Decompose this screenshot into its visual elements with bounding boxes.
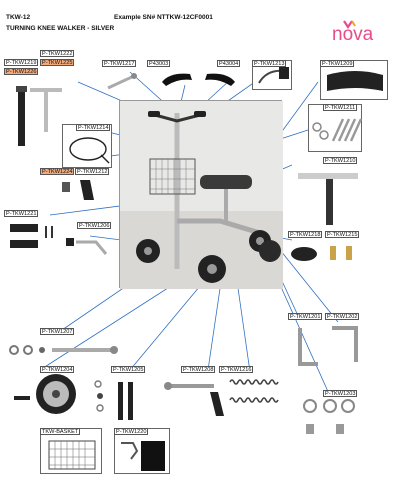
part-p-tkw1210-box — [292, 157, 362, 227]
label-p-tkw1215: P-TKW1215 — [325, 231, 360, 238]
part-p-tkw1208-icon — [164, 379, 279, 416]
part-stem-box — [4, 78, 72, 150]
product-name: TURNING KNEE WALKER - SILVER — [6, 25, 115, 32]
label-p-tkw1213: P-TKW1213 — [252, 60, 287, 67]
grip-left-icon — [162, 73, 192, 86]
label-p-tkw1209: P-TKW1209 — [320, 60, 355, 67]
part-p-tkw1214-box — [62, 124, 112, 168]
part-p-tkw1211-box — [308, 104, 363, 152]
part-p-tkw1203-box — [296, 390, 360, 442]
label-p-tkw1221: P-TKW1221 — [4, 210, 39, 217]
part-p-tkw1217-icon — [107, 73, 137, 90]
part-p-tkw1201-icon — [298, 326, 358, 366]
part-p-tkw1204-box — [4, 366, 86, 418]
part-p-tkw1220-box — [114, 428, 170, 474]
label-p-tkw1214: P-TKW1214 — [76, 124, 111, 131]
walker-photo — [119, 100, 283, 289]
nova-logo-text: nova — [332, 24, 374, 45]
part-p-tkw1224-icon — [62, 180, 94, 200]
label-p43003: P43003 — [147, 60, 171, 67]
label-p-tkw1225: P-TKW1225 — [40, 59, 75, 66]
label-p-tkw1220: P-TKW1220 — [114, 428, 149, 435]
example-serial: Example SN# NTTKW-12CF0001 — [114, 14, 213, 21]
label-p-tkw1219: P-TKW1219 — [4, 59, 39, 66]
label-p-tkw1211: P-TKW1211 — [323, 104, 358, 111]
label-p-tkw1218: P-TKW1218 — [288, 231, 323, 238]
part-p-tkw1207-icon — [9, 345, 118, 355]
label-p43004: P43004 — [217, 60, 241, 67]
label-p-tkw1222: P-TKW1222 — [40, 50, 75, 57]
label-p-tkw1208: P-TKW1208 — [181, 366, 216, 373]
label-p-tkw1212: P-TKW1212 — [75, 168, 110, 175]
label-p-tkw1201: P-TKW1201 — [288, 313, 323, 320]
label-tkw-basket: TKW-BASKET — [40, 428, 81, 435]
model-number: TKW-12 — [6, 14, 31, 21]
part-p-tkw1205-icon — [94, 380, 133, 420]
label-p-tkw1203: P-TKW1203 — [323, 390, 358, 397]
part-p-tkw1218-icon — [291, 246, 352, 261]
label-p-tkw1207: P-TKW1207 — [40, 328, 75, 335]
label-p-tkw1206: P-TKW1206 — [77, 222, 112, 229]
part-p-tkw1221-icon — [10, 224, 53, 248]
label-p-tkw1217: P-TKW1217 — [102, 60, 137, 67]
label-p-tkw1224: P-TKW1224 — [40, 168, 75, 175]
part-tkw-basket-box — [40, 428, 102, 474]
label-p-tkw1204: P-TKW1204 — [40, 366, 75, 373]
label-p-tkw1202: P-TKW1202 — [325, 313, 360, 320]
part-p-tkw1206-icon — [66, 238, 108, 255]
label-p-tkw1226: P-TKW1226 — [4, 68, 39, 75]
label-p-tkw1205: P-TKW1205 — [111, 366, 146, 373]
nova-logo: nova — [332, 20, 374, 45]
label-p-tkw1216: P-TKW1216 — [219, 366, 254, 373]
grip-right-icon — [205, 73, 235, 86]
label-p-tkw1210: P-TKW1210 — [323, 157, 358, 164]
